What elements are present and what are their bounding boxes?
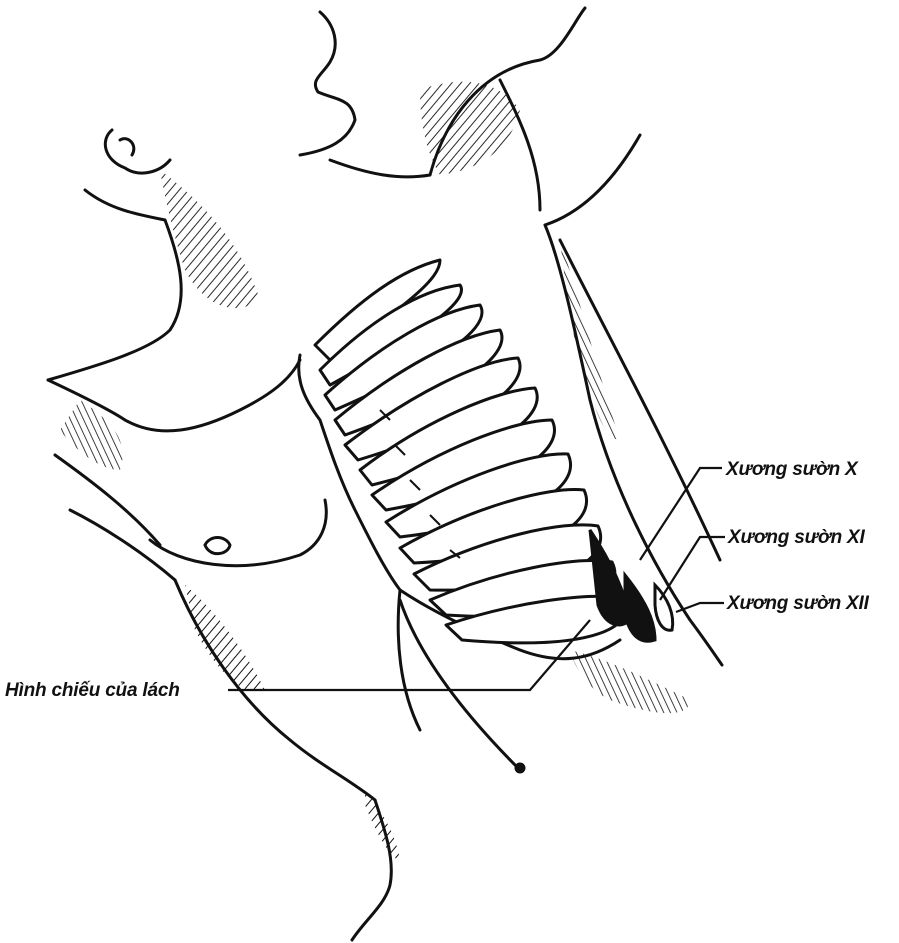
rib-xii-label: Xương sườn XII: [727, 593, 869, 615]
rib-x-label: Xương sườn X: [726, 459, 858, 481]
leader-rib-x: [640, 468, 722, 560]
spleen-projection-label: Hình chiếu của lách: [5, 680, 180, 702]
rib-xi-label: Xương sườn XI: [728, 527, 865, 549]
